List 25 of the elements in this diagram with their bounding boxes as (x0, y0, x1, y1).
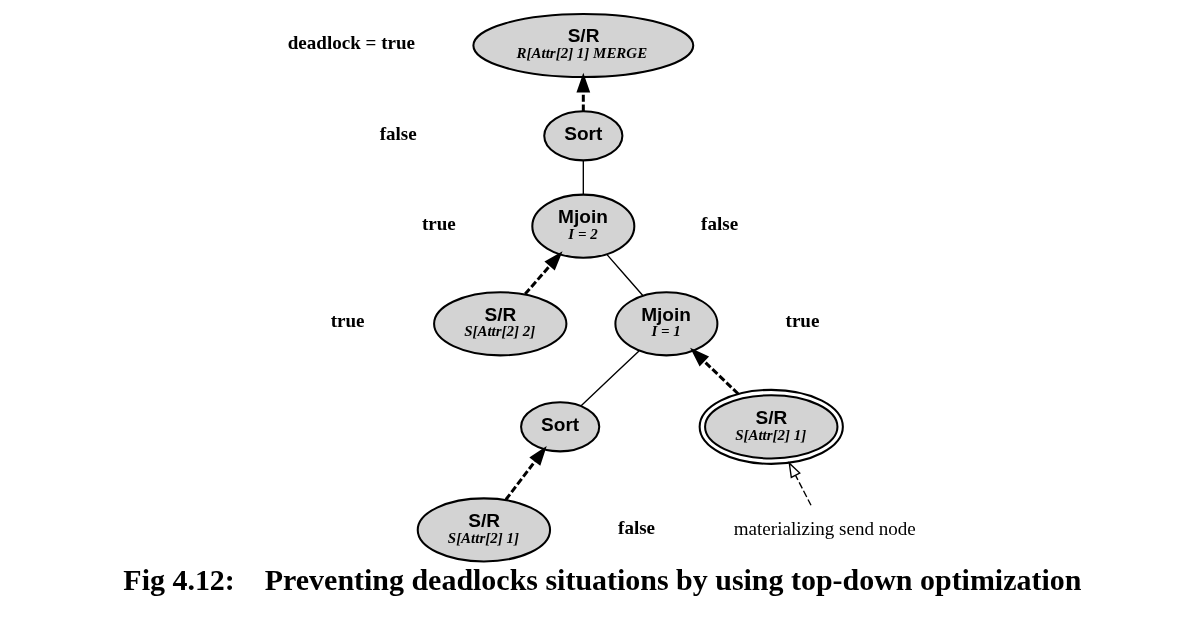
node-text: materializing send node (733, 517, 916, 539)
node-ellipse: S/R S[Attr[2] 1] (698, 388, 844, 465)
connector (579, 350, 640, 407)
node-ellipse: S/R S[Attr[2] 2] (432, 291, 567, 357)
label: false (379, 122, 417, 144)
connector (582, 159, 584, 195)
node-ellipse: S/R S[Attr[2] 1] (416, 497, 551, 563)
label: true (785, 310, 819, 332)
node-ellipse: Mjoin I = 1 (613, 291, 718, 357)
node-ellipse: Sort (542, 110, 623, 162)
label: false (617, 516, 655, 538)
arrow (689, 347, 739, 395)
node-ellipse: Sort (519, 401, 600, 453)
label: false (700, 212, 738, 234)
label: true (421, 212, 456, 234)
connector (606, 254, 643, 297)
arrow (575, 72, 590, 111)
node-ellipse: Mjoin I = 2 (530, 193, 635, 259)
arrow (504, 445, 547, 501)
arrow (787, 461, 812, 506)
label: true (330, 310, 365, 332)
label: deadlock = true (287, 32, 415, 54)
node-ellipse: S/R R[Attr[2] 1] MERGE (471, 12, 694, 79)
caption: Fig 4.12: Preventing deadlocks situations by using top-down optimization (122, 562, 1081, 596)
arrow (523, 251, 563, 295)
